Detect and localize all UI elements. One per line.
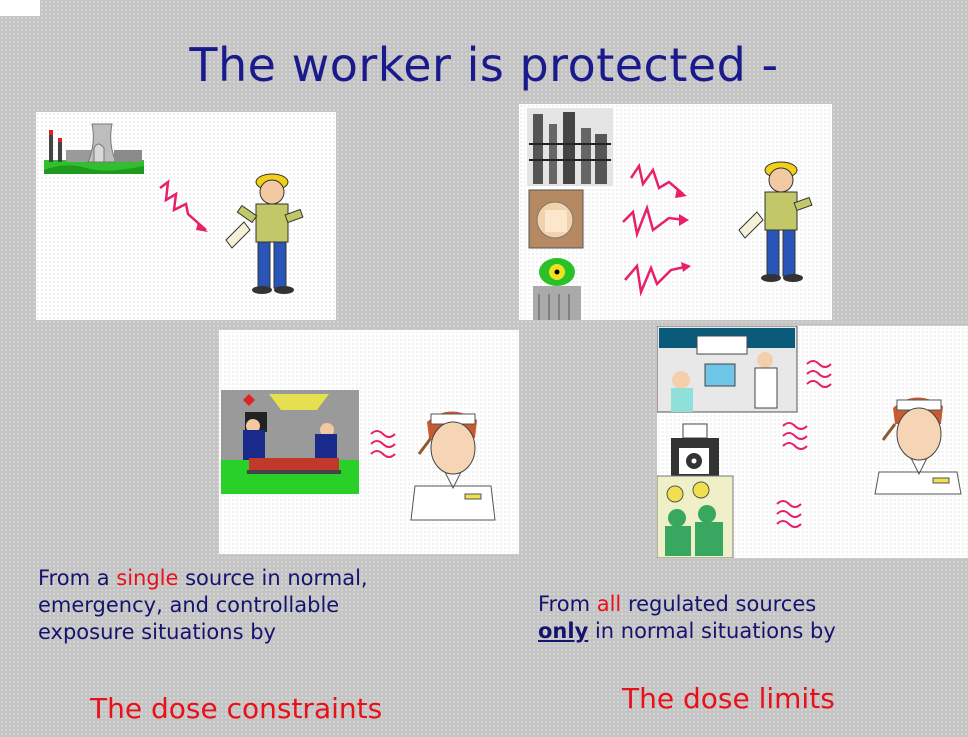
radiation-wave <box>776 500 802 508</box>
left-caption-line2: emergency, and controllable <box>38 593 340 617</box>
worker-icon <box>225 173 304 294</box>
all-sources-nurse-panel <box>657 326 968 558</box>
surgery-icon <box>657 475 734 558</box>
dose-constraints-label: The dose constraints <box>90 692 383 725</box>
page-title: The worker is protected - <box>189 38 779 92</box>
radioactive-bottle-icon <box>671 423 719 484</box>
single-source-worker-panel <box>36 112 336 320</box>
radiation-wave <box>624 263 690 297</box>
dose-limits-label: The dose limits <box>622 682 835 715</box>
radiation-wave <box>622 203 686 239</box>
rescue-icon <box>221 390 359 494</box>
right-caption: From all regulated sources only in norma… <box>538 591 836 645</box>
left-caption-line1: From a single source in normal, <box>38 566 368 590</box>
radiology-icon <box>657 326 798 413</box>
all-sources-worker-panel <box>519 104 832 320</box>
only-emphasis: only <box>538 619 589 643</box>
radiation-wave <box>159 179 207 231</box>
nurse-icon <box>410 411 496 521</box>
worker-icon <box>738 161 813 282</box>
all-sources-nurse-illustration <box>657 326 962 558</box>
right-caption-line2: only in normal situations by <box>538 619 836 643</box>
single-highlight: single <box>116 566 179 590</box>
radiation-wave <box>370 430 396 438</box>
radiation-wave <box>806 360 832 368</box>
single-source-worker-illustration <box>44 123 304 294</box>
nuclear-plant-icon <box>44 123 144 174</box>
nurse-icon <box>874 397 962 495</box>
radiation-wave <box>782 422 808 430</box>
left-caption-line3: exposure situations by <box>38 620 276 644</box>
all-sources-worker-illustration <box>527 108 813 320</box>
radiation-wave <box>629 162 684 195</box>
factory-icon <box>527 108 613 186</box>
single-source-nurse-illustration <box>221 390 496 521</box>
radioactive-vessel-icon <box>533 258 581 320</box>
single-source-nurse-panel <box>219 330 519 554</box>
right-caption-line1: From all regulated sources <box>538 592 817 616</box>
left-caption: From a single source in normal, emergenc… <box>38 565 368 646</box>
all-highlight: all <box>596 592 622 616</box>
corner-top-left <box>0 0 40 16</box>
scanner-icon <box>528 189 584 249</box>
